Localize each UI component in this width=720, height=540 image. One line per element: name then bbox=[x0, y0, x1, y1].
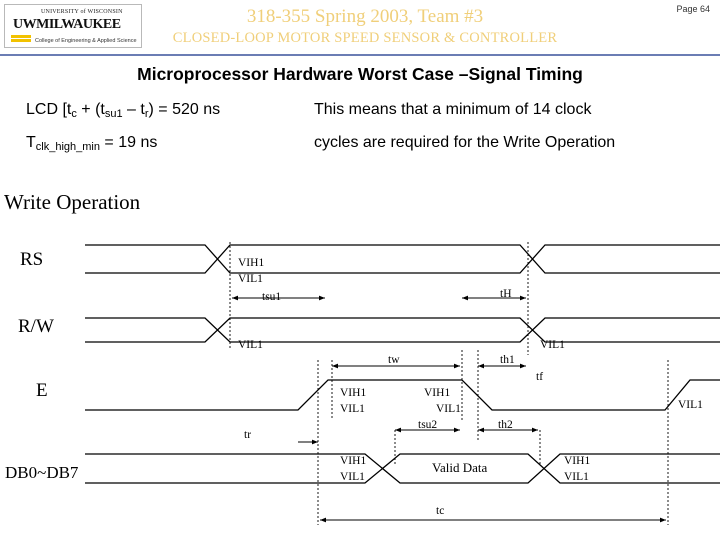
timing-label-tsu2: tsu2 bbox=[418, 419, 437, 431]
explanation-line-1: This means that a minimum of 14 clock bbox=[314, 101, 592, 118]
reference-lines bbox=[229, 242, 669, 525]
formula-part: LCD [t bbox=[26, 101, 72, 118]
signal-label-e: E bbox=[36, 380, 48, 401]
university-logo: UNIVERSITY of WISCONSIN UWMILWAUKEE Coll… bbox=[4, 4, 142, 48]
rw-waveform bbox=[85, 317, 720, 343]
formula-part: + (t bbox=[76, 101, 105, 118]
timing-label-th: tH bbox=[500, 288, 512, 300]
rw-waveform bbox=[85, 317, 720, 343]
threshold-label: VIH1 bbox=[340, 387, 366, 399]
timing-arrows bbox=[232, 295, 666, 523]
threshold-label: VIH1 bbox=[340, 455, 366, 467]
timing-label-tc: tc bbox=[436, 505, 444, 517]
explanation-line-2: cycles are required for the Write Operat… bbox=[314, 134, 616, 151]
threshold-label: VIL1 bbox=[540, 339, 565, 351]
logo-bar-graphic bbox=[11, 35, 31, 38]
timing-label-tr: tr bbox=[244, 429, 251, 441]
write-timing-diagram: Write Operation RS R/W E DB0~DB7 bbox=[0, 180, 720, 540]
threshold-label: VIL1 bbox=[340, 403, 365, 415]
threshold-label: VIL1 bbox=[340, 471, 365, 483]
lcd-timing-formula: LCD [tc + (tsu1 – tr) = 520 ns bbox=[26, 101, 220, 120]
timing-label-tsu1: tsu1 bbox=[262, 291, 281, 303]
formula-part: T bbox=[26, 134, 36, 151]
threshold-label: VIL1 bbox=[238, 339, 263, 351]
formula-part: = 19 ns bbox=[99, 134, 158, 151]
logo-bar-graphic bbox=[11, 39, 31, 42]
valid-data-label: Valid Data bbox=[432, 460, 487, 475]
formula-part: – t bbox=[122, 101, 145, 118]
logo-college-text: College of Engineering & Applied Science bbox=[35, 38, 137, 44]
course-title: 318-355 Spring 2003, Team #3 bbox=[246, 6, 484, 27]
threshold-label: VIH1 bbox=[424, 387, 450, 399]
timing-label-th1: th1 bbox=[500, 354, 515, 366]
e-waveform bbox=[85, 379, 720, 411]
formula-sub: r bbox=[144, 108, 149, 120]
formula-part: ) = 520 ns bbox=[148, 101, 221, 118]
project-title: CLOSED-LOOP MOTOR SPEED SENSOR & CONTROL… bbox=[172, 30, 558, 46]
rs-waveform bbox=[85, 244, 720, 274]
slide-title: Microprocessor Hardware Worst Case –Sign… bbox=[137, 64, 583, 84]
page-number: Page 64 bbox=[676, 4, 710, 14]
signal-label-rw: R/W bbox=[18, 316, 54, 337]
logo-name-text: UWMILWAUKEE bbox=[13, 17, 121, 32]
threshold-label: VIL1 bbox=[436, 403, 461, 415]
header-divider bbox=[0, 54, 720, 56]
threshold-label: VIH1 bbox=[564, 455, 590, 467]
slide-header: UNIVERSITY of WISCONSIN UWMILWAUKEE Coll… bbox=[0, 0, 720, 54]
signal-label-rs: RS bbox=[20, 249, 43, 270]
timing-label-th2: th2 bbox=[498, 419, 513, 431]
rs-waveform bbox=[85, 244, 720, 274]
formula-sub: c bbox=[71, 108, 77, 120]
clock-high-formula: Tclk_high_min = 19 ns bbox=[26, 134, 157, 153]
timing-label-tf: tf bbox=[536, 371, 543, 383]
threshold-label: VIH1 bbox=[238, 257, 264, 269]
threshold-label: VIL1 bbox=[564, 471, 589, 483]
formula-sub: clk_high_min bbox=[35, 141, 100, 153]
formula-sub: su1 bbox=[104, 108, 123, 120]
timing-label-tw: tw bbox=[388, 354, 400, 366]
db-waveform bbox=[85, 453, 720, 484]
waveforms bbox=[85, 244, 720, 484]
threshold-label: VIL1 bbox=[238, 273, 263, 285]
signal-label-db: DB0~DB7 bbox=[5, 463, 79, 482]
diagram-heading: Write Operation bbox=[4, 190, 141, 214]
threshold-label: VIL1 bbox=[678, 399, 703, 411]
db-waveform bbox=[85, 453, 720, 484]
logo-university-text: UNIVERSITY of WISCONSIN bbox=[41, 9, 123, 15]
